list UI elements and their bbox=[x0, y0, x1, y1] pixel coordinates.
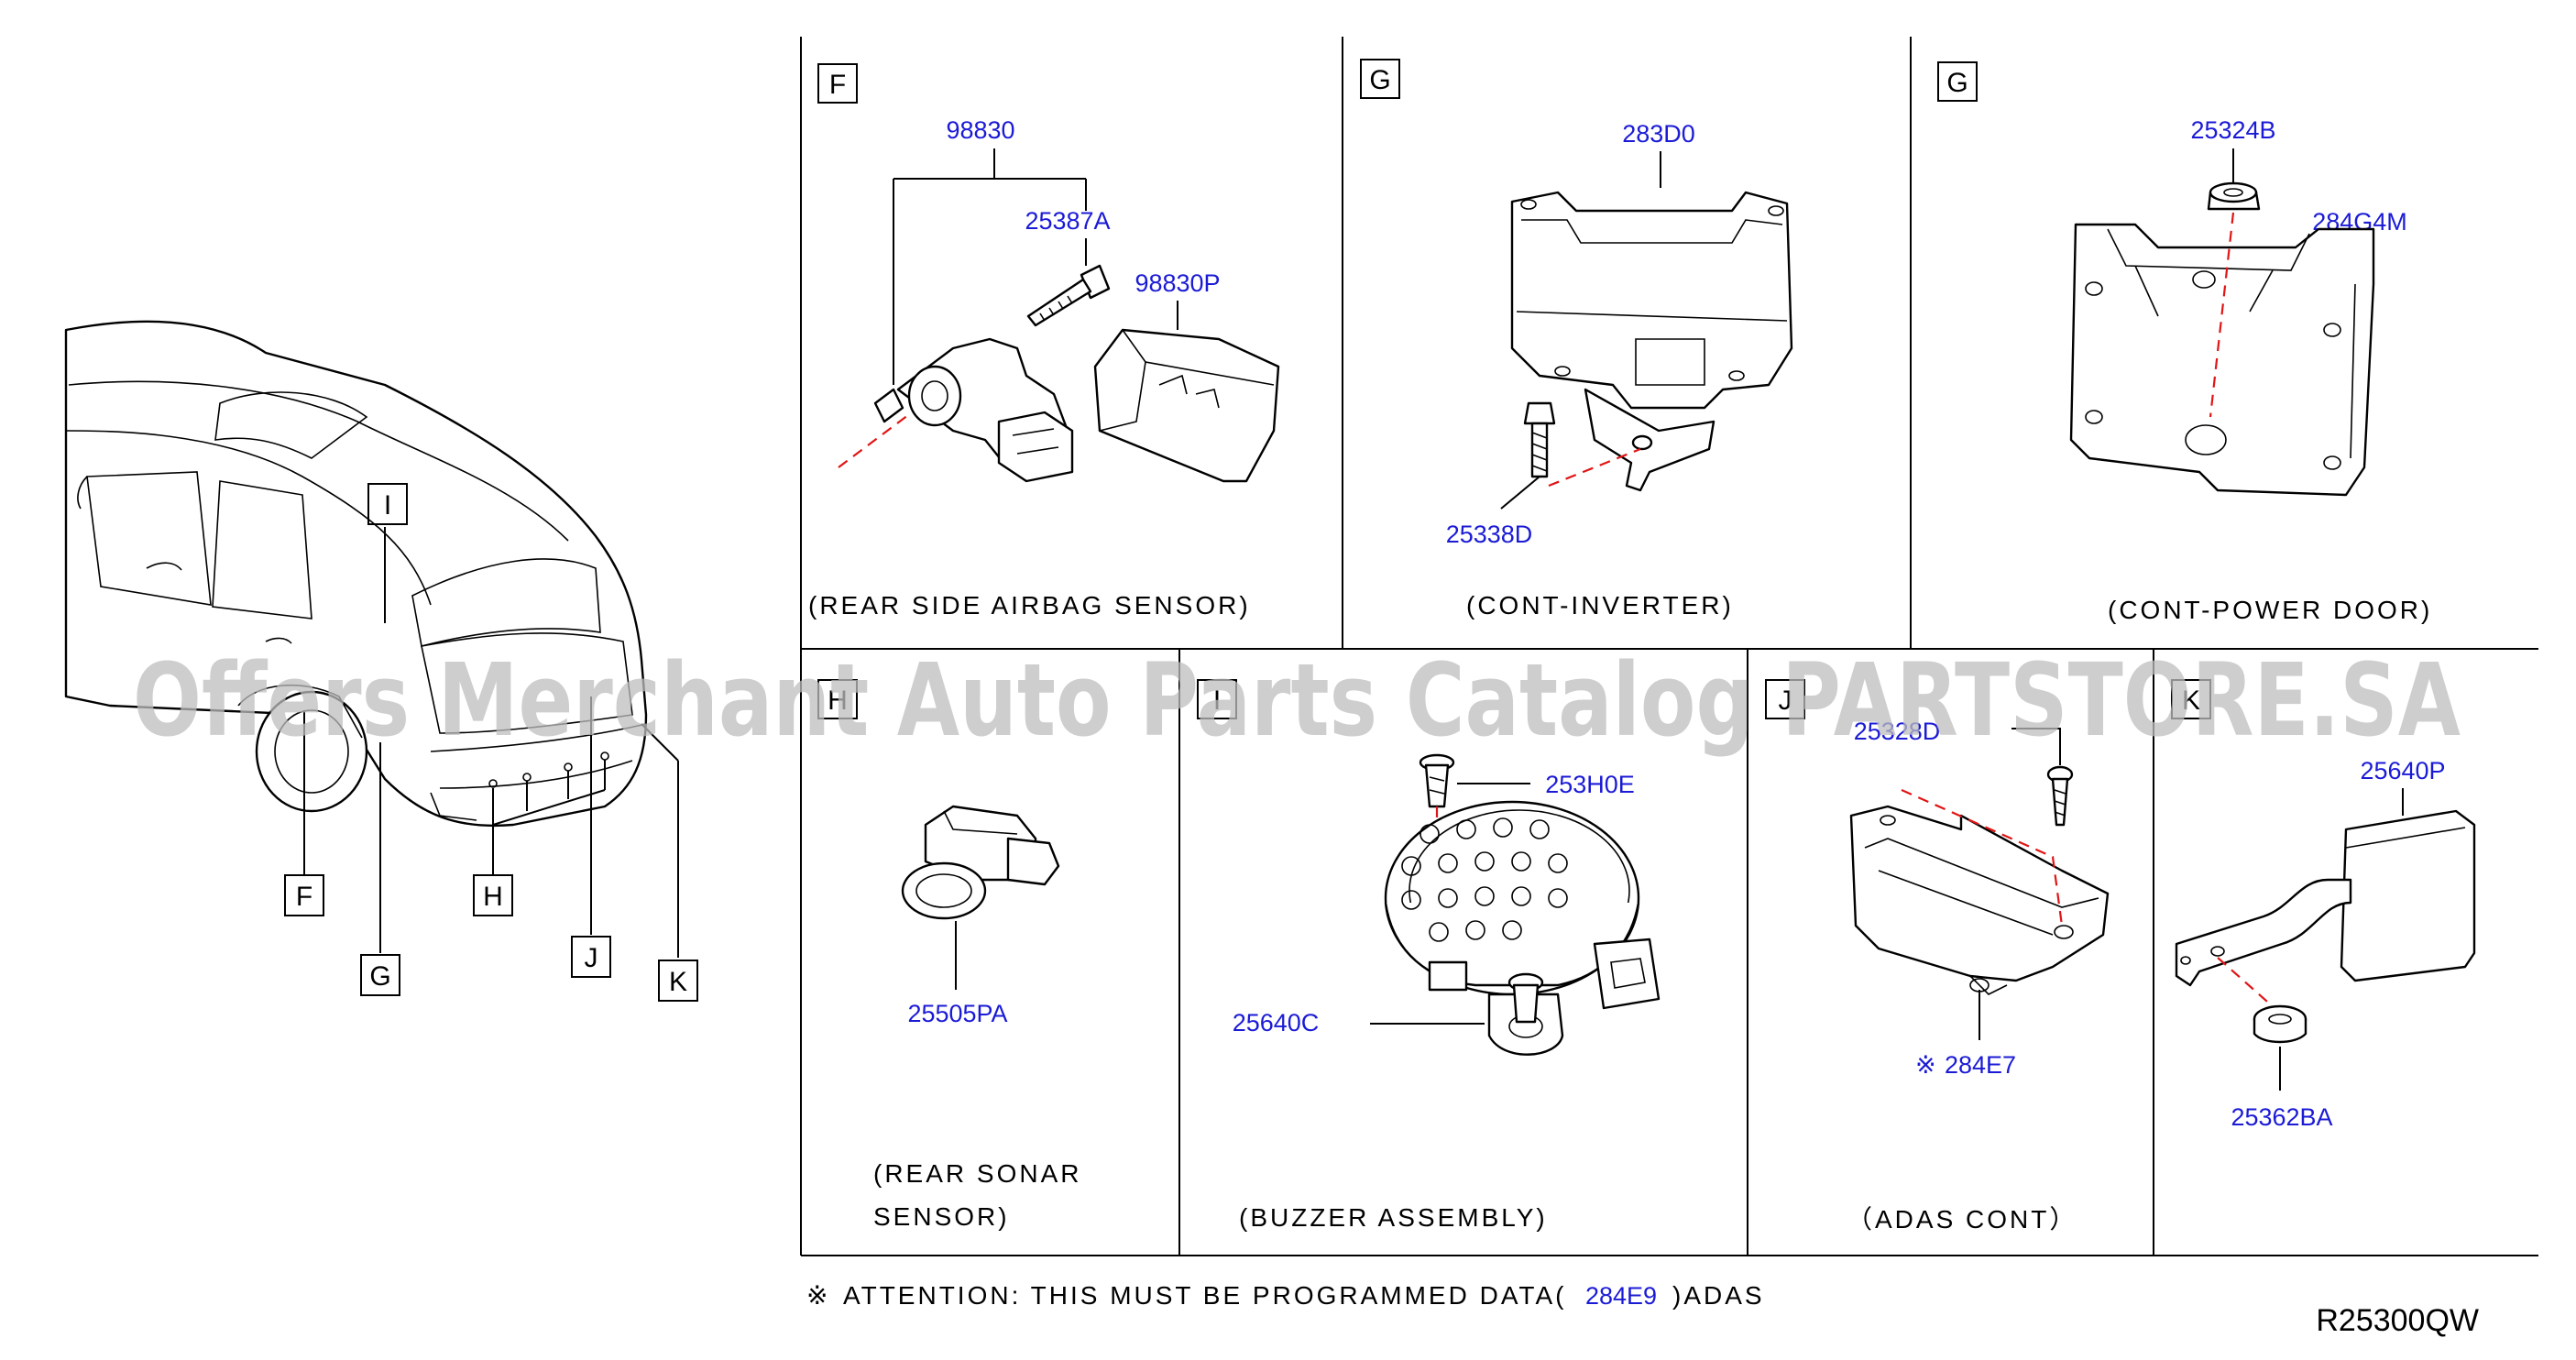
diagram-id: R25300QW bbox=[2316, 1303, 2479, 1338]
panel-g2-letter-box bbox=[1937, 61, 1978, 102]
attention-mark: ※ bbox=[806, 1281, 830, 1310]
leader-dash bbox=[2217, 957, 2275, 1009]
panel-g2-letter: G bbox=[1946, 68, 1968, 98]
part-number-25328d[interactable]: 25328D bbox=[1854, 718, 1941, 745]
callout-g[interactable]: G bbox=[360, 954, 400, 996]
power-door-unit-icon bbox=[2069, 223, 2375, 497]
part-number-284e7[interactable]: 284E7 bbox=[1945, 1051, 2016, 1079]
part-number-25324b[interactable]: 25324B bbox=[2190, 116, 2275, 144]
leader-dash bbox=[1901, 788, 2064, 927]
callout-f-label: F bbox=[296, 882, 312, 912]
inverter-unit-icon bbox=[1510, 191, 1793, 492]
panel-j-letter-box bbox=[1765, 679, 1805, 719]
attention-note: ※ ATTENTION: THIS MUST BE PROGRAMMED DAT… bbox=[806, 1281, 1765, 1310]
part-number-25387a[interactable]: 25387A bbox=[1025, 207, 1110, 235]
part-number-25362ba[interactable]: 25362BA bbox=[2231, 1103, 2332, 1131]
callout-j[interactable]: J bbox=[571, 936, 611, 978]
callout-g-label: G bbox=[369, 961, 390, 992]
panel-cont-power-door: G 25324B 284G4M (CONT-POWER DOOR) bbox=[1937, 61, 2432, 624]
sensor-bracket-icon bbox=[2175, 809, 2476, 987]
panel-k-letter: K bbox=[2182, 685, 2200, 716]
mark-284e7: ※ bbox=[1915, 1051, 1936, 1079]
part-number-253h0e[interactable]: 253H0E bbox=[1545, 771, 1635, 798]
part-number-98830p[interactable]: 98830P bbox=[1135, 269, 1220, 297]
panel-j-caption: （ADAS CONT） bbox=[1847, 1205, 2077, 1234]
car-callout-leaders bbox=[303, 527, 679, 958]
callout-h[interactable]: H bbox=[473, 874, 513, 916]
part-number-284e9[interactable]: 284E9 bbox=[1585, 1282, 1657, 1310]
part-number-25640c[interactable]: 25640C bbox=[1233, 1009, 1320, 1036]
nut-icon bbox=[2207, 181, 2261, 211]
part-number-283d0[interactable]: 283D0 bbox=[1622, 120, 1695, 148]
bolt-icon bbox=[1523, 401, 1556, 478]
watermark: Offers Merchant Auto Parts Catalog PARTS… bbox=[133, 642, 2461, 759]
panel-k-letter-box bbox=[2171, 679, 2211, 719]
callout-i-label: I bbox=[384, 490, 391, 521]
panel-j-letter: J bbox=[1779, 685, 1792, 716]
panel-rear-sonar-sensor: H 25505PA (REAR SONAR SENSOR) bbox=[817, 679, 1081, 1231]
attention-suffix: )ADAS bbox=[1672, 1281, 1765, 1310]
panel-g1-caption: (CONT-INVERTER) bbox=[1466, 591, 1734, 620]
vehicle-overview: I F G H J K bbox=[64, 320, 698, 1002]
panel-i-caption: (BUZZER ASSEMBLY) bbox=[1239, 1203, 1548, 1232]
attention-text: ATTENTION: THIS MUST BE PROGRAMMED DATA( bbox=[843, 1281, 1566, 1310]
panel-h-letter-box bbox=[817, 679, 858, 719]
leader-dash bbox=[838, 411, 913, 468]
panel-grid bbox=[800, 37, 2538, 1256]
panel-h-letter: H bbox=[828, 685, 848, 716]
panel-h-caption-line1: (REAR SONAR bbox=[873, 1159, 1081, 1188]
panel-h-caption-line2: SENSOR) bbox=[873, 1202, 1010, 1231]
panel-g2-caption: (CONT-POWER DOOR) bbox=[2108, 596, 2432, 624]
panel-rear-side-airbag-sensor: F 98830 25387A 98830P bbox=[808, 63, 1280, 620]
nut-icon bbox=[2253, 1004, 2307, 1044]
leader-dash bbox=[2209, 212, 2235, 418]
callout-k[interactable]: K bbox=[658, 960, 698, 1002]
bolt-icon bbox=[1026, 264, 1111, 327]
part-number-25338d[interactable]: 25338D bbox=[1446, 521, 1533, 548]
callout-h-label: H bbox=[483, 882, 503, 912]
panel-buzzer-assembly: I 253H0E bbox=[1197, 679, 1661, 1232]
sonar-sensor-icon bbox=[901, 805, 1060, 920]
callout-j-label: J bbox=[585, 943, 598, 973]
panel-i-letter: I bbox=[1213, 685, 1221, 716]
panel-adas-cont: J 25328D ※ 284E7 （ADAS CONT） bbox=[1765, 679, 2110, 1234]
part-number-25640p[interactable]: 25640P bbox=[2360, 757, 2445, 784]
clip-icon bbox=[1419, 753, 1455, 808]
adas-control-unit-icon bbox=[1849, 805, 2110, 995]
panel-cont-inverter: G 283D0 25338D (CONT-INVERTER) bbox=[1360, 59, 1793, 620]
panel-k: K 25640P 25362BA bbox=[2171, 679, 2476, 1131]
screw-icon bbox=[2046, 765, 2074, 827]
leader-dash bbox=[1548, 447, 1641, 488]
buzzer-icon bbox=[1384, 800, 1661, 1056]
part-number-25505pa[interactable]: 25505PA bbox=[907, 1000, 1007, 1027]
sensor-cover-icon bbox=[1093, 328, 1280, 483]
panel-f-letter: F bbox=[829, 70, 846, 100]
panel-g1-letter-box bbox=[1360, 59, 1400, 99]
callout-f[interactable]: F bbox=[284, 874, 324, 916]
car-illustration bbox=[64, 320, 648, 828]
callout-i[interactable]: I bbox=[367, 483, 408, 525]
panel-i-letter-box bbox=[1197, 679, 1237, 719]
bolt-icon bbox=[1507, 972, 1544, 1024]
panel-f-caption: (REAR SIDE AIRBAG SENSOR) bbox=[808, 591, 1251, 620]
airbag-sensor-icon bbox=[873, 337, 1074, 483]
panel-f-letter-box bbox=[817, 63, 858, 104]
callout-k-label: K bbox=[669, 967, 687, 997]
panel-g1-letter: G bbox=[1369, 65, 1390, 95]
part-number-98830[interactable]: 98830 bbox=[946, 116, 1014, 144]
